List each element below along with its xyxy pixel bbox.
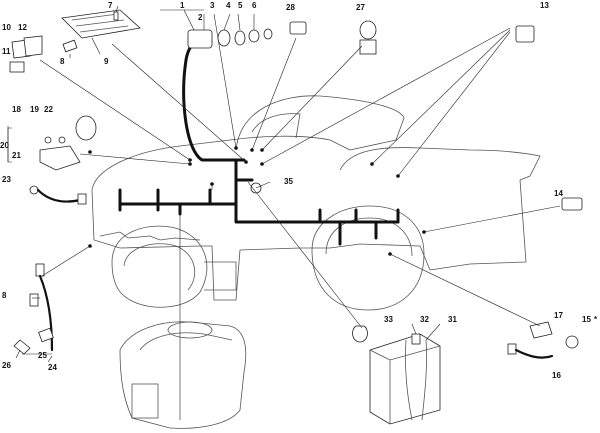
callout-28: 28 [286,3,295,12]
callout-7: 7 [108,1,113,10]
cable-24 [13,263,54,355]
fuse-8-left [29,293,39,307]
callout-24: 24 [48,363,57,372]
callout-25: 25 [38,351,47,360]
ignition-switch [187,28,273,49]
leader-lines [7,5,561,420]
callout-17: 17 [554,311,563,320]
switch-28 [289,21,307,35]
cable-16 [507,343,554,359]
callout-19: 19 [30,105,39,114]
callout-12: 12 [18,23,27,32]
callout-23: 23 [2,175,11,184]
fuse-8-top [62,39,78,53]
callout-26: 26 [2,361,11,370]
connector-14 [561,197,583,211]
callout-4: 4 [226,1,231,10]
callout-18: 18 [12,105,21,114]
callout-32: 32 [420,315,429,324]
callout-8-left: 8 [2,291,7,300]
callout-1: 1 [180,1,185,10]
fuse-holder-11 [9,61,25,73]
part-17 [529,321,553,339]
callout-2: 2 [198,13,203,22]
callout-35: 35 [284,177,293,186]
main-harness [118,38,400,246]
callout-16: 16 [552,371,561,380]
tractor-outline [91,95,541,311]
callout-10: 10 [2,23,11,32]
callout-11: 11 [2,47,11,56]
callout-6: 6 [252,1,257,10]
relay-block-12 [23,35,43,57]
pto-switch-27 [359,20,377,55]
connector-13 [515,25,535,43]
battery [369,333,441,425]
screw-7 [113,11,119,21]
callout-20: 20 [0,141,9,150]
callout-21: 21 [12,151,21,160]
callout-15-asterisk: * [594,315,598,324]
callout-31: 31 [448,315,457,324]
bulb-33 [352,325,368,343]
part-15 [565,335,579,349]
callout-3: 3 [210,1,215,10]
cable-23 [29,185,87,205]
callout-22: 22 [44,105,53,114]
callout-9: 9 [104,57,109,66]
callout-5: 5 [238,1,243,10]
callout-33: 33 [384,315,393,324]
callout-8-top: 8 [60,57,65,66]
callout-15: 15 [582,315,591,324]
cover-plate [61,9,141,39]
callout-labels: 1 2 3 4 5 6 7 8 8 9 10 11 12 13 14 15 * … [0,1,598,380]
callout-27: 27 [356,3,365,12]
bracket-lines [7,127,52,355]
leader-dots [88,146,426,256]
callout-13: 13 [540,1,549,10]
solenoid-assembly [39,115,97,171]
engine [119,321,247,429]
callout-14: 14 [554,189,563,198]
